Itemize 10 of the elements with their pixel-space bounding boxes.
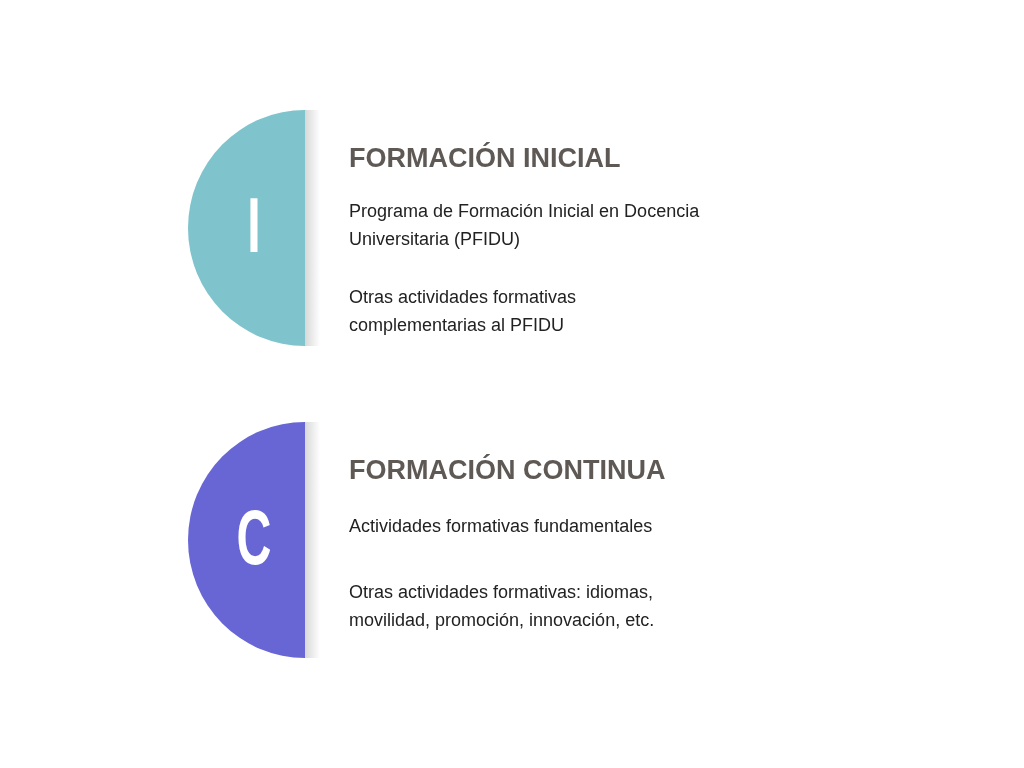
description-text: Actividades formativas fundamentales: [349, 515, 654, 538]
initial-letter: C: [235, 492, 273, 582]
description-text: Otras actividades formativas complementarias al PFIDU: [349, 286, 578, 337]
section-heading: FORMACIÓN CONTINUA: [349, 455, 666, 486]
half-circle: [188, 422, 320, 658]
initial-letter: I: [246, 180, 262, 270]
description-text: Otras actividades formativas: idiomas, movilidad, promoción, innovación, etc.: [349, 581, 656, 632]
half-circle: [188, 110, 320, 346]
section-heading: FORMACIÓN INICIAL: [349, 143, 621, 174]
description-text: Programa de Formación Inicial en Docencia Universitaria (PFIDU): [349, 200, 701, 251]
